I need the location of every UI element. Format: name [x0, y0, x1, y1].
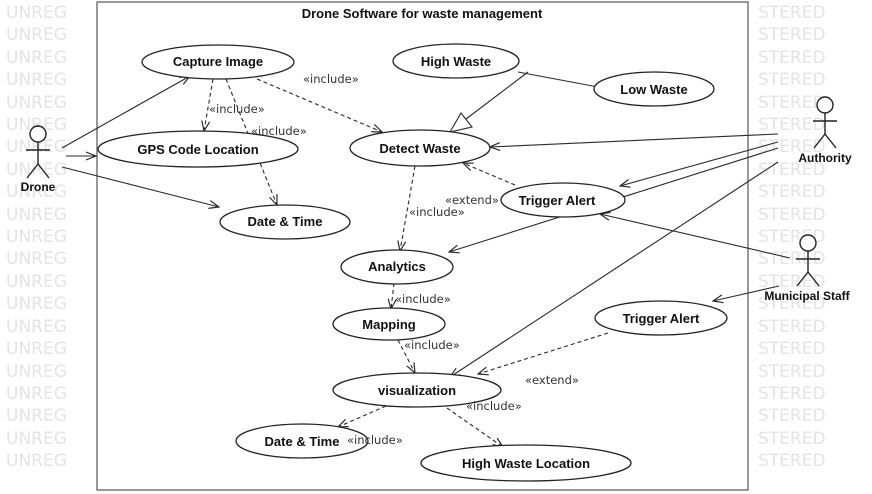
stereotype-include-capture-gps: «include» [209, 102, 265, 116]
use-case-analytics[interactable]: Analytics [340, 249, 454, 285]
use-case-high-waste[interactable]: High Waste [392, 43, 520, 79]
stereotype-include-analytics-mapping: «include» [395, 292, 451, 306]
actor-municipal-staff[interactable] [796, 234, 820, 287]
use-case-high-waste-location-label: High Waste Location [462, 456, 590, 471]
stereotype-include-capture-date: «include» [251, 124, 307, 138]
use-case-low-waste[interactable]: Low Waste [593, 71, 715, 107]
use-case-trigger-alert-top[interactable]: Trigger Alert [500, 182, 626, 218]
use-case-trigger-alert-bottom-label: Trigger Alert [623, 311, 700, 326]
stereotype-include-mapping-visualization: «include» [404, 338, 460, 352]
stereotype-include-visualization-location: «include» [466, 399, 522, 413]
use-case-date-time-bottom[interactable]: Date & Time [235, 423, 369, 459]
use-case-capture-image[interactable]: Capture Image [141, 44, 295, 80]
use-case-high-waste-location[interactable]: High Waste Location [420, 444, 632, 482]
use-case-analytics-label: Analytics [368, 259, 426, 274]
use-case-gps-code-location-label: GPS Code Location [137, 142, 258, 157]
use-case-low-waste-label: Low Waste [620, 82, 687, 97]
stereotype-include-capture-detect: «include» [303, 72, 359, 86]
generalization-high-waste [448, 71, 529, 133]
actor-drone-label: Drone [21, 180, 56, 194]
use-case-detect-waste-label: Detect Waste [379, 141, 460, 156]
use-case-date-time-top[interactable]: Date & Time [219, 204, 351, 240]
stereotype-extend-trigger-visualization: «extend» [525, 373, 579, 387]
system-title: Drone Software for waste management [302, 6, 543, 21]
use-case-trigger-alert-top-label: Trigger Alert [519, 193, 596, 208]
watermark-left: UNREG UNREG UNREG UNREG UNREG UNREG UNRE… [6, 3, 67, 472]
use-case-capture-image-label: Capture Image [173, 54, 263, 69]
use-case-visualization[interactable]: visualization [332, 372, 502, 408]
use-case-mapping-label: Mapping [362, 317, 415, 332]
actor-municipal-staff-label: Municipal Staff [764, 289, 850, 303]
actor-authority-label: Authority [798, 151, 852, 165]
use-case-date-time-bottom-label: Date & Time [265, 434, 340, 449]
dependencies [204, 78, 609, 447]
use-case-high-waste-label: High Waste [421, 54, 491, 69]
stereotype-extend-trigger-detect: «extend» [445, 193, 499, 207]
use-case-trigger-alert-bottom[interactable]: Trigger Alert [594, 300, 728, 336]
actor-authority[interactable] [813, 96, 837, 149]
use-case-date-time-top-label: Date & Time [248, 214, 323, 229]
actor-drone[interactable] [26, 125, 50, 179]
associations [61, 71, 791, 377]
stereotype-include-detect-analytics: «include» [409, 205, 465, 219]
use-case-detect-waste[interactable]: Detect Waste [349, 129, 491, 167]
use-case-mapping[interactable]: Mapping [332, 307, 446, 341]
use-case-gps-code-location[interactable]: GPS Code Location [97, 130, 299, 168]
use-case-visualization-label: visualization [378, 383, 456, 398]
stereotype-include-visualization-date: «include» [347, 433, 403, 447]
